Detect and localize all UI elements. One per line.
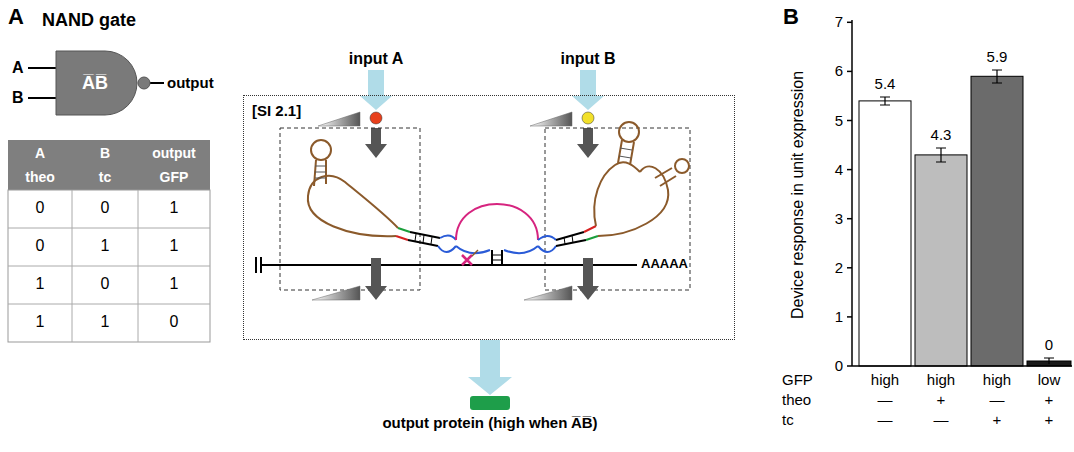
- table-cell: 1: [170, 237, 179, 255]
- value-label: 5.4: [875, 75, 896, 92]
- polya-tail: AAAAA: [641, 257, 688, 272]
- table-cell: 0: [36, 237, 45, 255]
- row-label: theo: [782, 391, 811, 408]
- input-label: input A: [349, 50, 404, 68]
- panel-letter: B: [783, 4, 799, 29]
- condition-value: +: [1045, 411, 1054, 428]
- input-label: input B: [560, 50, 615, 68]
- table-cell: 0: [101, 275, 110, 293]
- signal-name: A: [12, 59, 24, 77]
- value-label: 0: [1045, 336, 1053, 353]
- table-cell: 0: [170, 313, 179, 331]
- protein-symbol: [470, 396, 510, 410]
- table-header: A: [35, 145, 45, 161]
- panel-letter: A: [8, 4, 24, 29]
- output-arrow: [468, 340, 512, 395]
- signal-name: B: [12, 89, 24, 107]
- table-header: tc: [99, 169, 111, 185]
- table-header: GFP: [160, 169, 189, 185]
- tick-label: 6: [835, 62, 843, 79]
- tick-label: 0: [835, 357, 843, 374]
- row-label: tc: [782, 411, 794, 428]
- table-cell: 1: [101, 313, 110, 331]
- axis-title: Device response in unit expression: [789, 71, 807, 319]
- tick-label: 3: [835, 210, 843, 227]
- condition-value: +: [937, 391, 946, 408]
- condition-value: low: [1038, 371, 1061, 388]
- table-cell: 1: [101, 237, 110, 255]
- truth-table: [8, 140, 210, 342]
- table-cell: 1: [36, 275, 45, 293]
- table-cell: 1: [170, 275, 179, 293]
- bar-chart: [847, 20, 1072, 366]
- condition-value: —: [878, 391, 893, 408]
- table-header: B: [100, 145, 110, 161]
- node-text: A̅B̅: [55, 50, 135, 116]
- node-text: [SI 2.1]: [252, 102, 301, 119]
- condition-value: high: [983, 371, 1011, 388]
- condition-value: high: [871, 371, 899, 388]
- input-signals: [318, 70, 604, 158]
- condition-value: —: [934, 411, 949, 428]
- nand-gate: A̅B̅: [55, 50, 155, 116]
- condition-value: —: [878, 411, 893, 428]
- table-cell: 1: [170, 199, 179, 217]
- condition-value: +: [993, 411, 1002, 428]
- tick-label: 7: [835, 13, 843, 30]
- table-header: output: [152, 145, 196, 161]
- mrna-line: [256, 257, 637, 273]
- tick-label: 5: [835, 112, 843, 129]
- table-cell: 0: [101, 199, 110, 217]
- condition-value: high: [927, 371, 955, 388]
- table-cell: 0: [36, 199, 45, 217]
- table-cell: 1: [36, 313, 45, 331]
- signal-name: output: [167, 74, 214, 91]
- rna-structure: [538, 122, 689, 252]
- condition-value: —: [990, 391, 1005, 408]
- tick-label: 1: [835, 308, 843, 325]
- output-protein: output protein (high when A̅B̅): [355, 396, 625, 432]
- value-label: 5.9: [987, 48, 1008, 65]
- node-text: output protein (high when A̅B̅): [355, 414, 625, 431]
- row-label: GFP: [782, 371, 813, 388]
- value-label: 4.3: [931, 126, 952, 143]
- panel-title: NAND gate: [42, 10, 136, 31]
- tick-label: 4: [835, 161, 843, 178]
- condition-value: +: [1045, 391, 1054, 408]
- device-box: [SI 2.1]: [243, 95, 735, 340]
- expression-arrows: [312, 258, 599, 300]
- ribozyme-core: [456, 204, 538, 265]
- tick-label: 2: [835, 259, 843, 276]
- rna-structure: [308, 140, 456, 252]
- table-header: theo: [25, 169, 55, 185]
